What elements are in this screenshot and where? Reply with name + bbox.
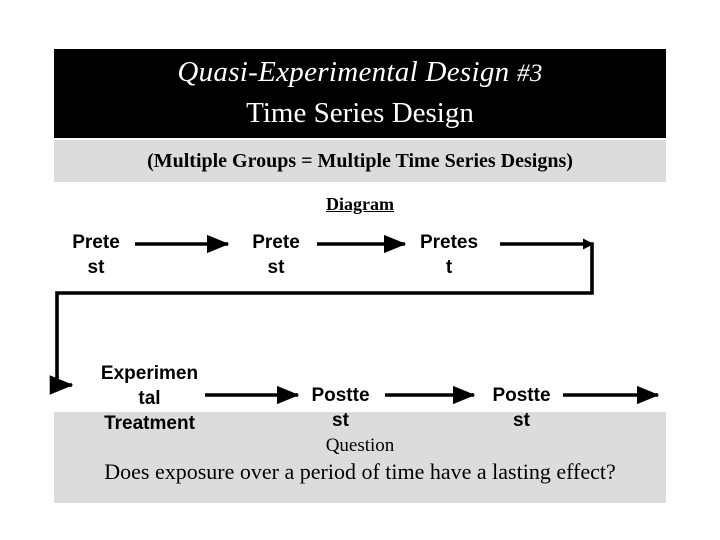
subtitle-band: (Multiple Groups = Multiple Time Series …	[54, 140, 666, 182]
node-pretest-1: Prete st	[72, 232, 120, 278]
title-line-1-main: Quasi-Experimental Design	[177, 56, 518, 88]
arrowhead-elbow-corner	[583, 238, 594, 250]
node-posttest-1: Postte st	[311, 385, 370, 431]
diagram-heading-label: Diagram	[326, 194, 394, 214]
title-line-2: Time Series Design	[246, 97, 474, 129]
node-pretest-3: Pretes t	[419, 232, 479, 278]
question-text: Does exposure over a period of time have…	[104, 459, 616, 484]
node-pretest-2: Prete st	[252, 232, 300, 278]
diagram-heading: Diagram	[0, 194, 720, 215]
footer-band	[54, 412, 666, 503]
subtitle-text: (Multiple Groups = Multiple Time Series …	[147, 150, 573, 172]
question-label: Question	[325, 435, 395, 456]
title-line-1: Quasi-Experimental Design #3	[54, 52, 666, 94]
node-experimental-treatment: Experimen tal Treatment	[100, 363, 199, 434]
node-posttest-2: Postte st	[492, 385, 551, 431]
title-line-1-number: #3	[517, 60, 543, 87]
title-bar: Quasi-Experimental Design #3 Time Series…	[54, 49, 666, 138]
